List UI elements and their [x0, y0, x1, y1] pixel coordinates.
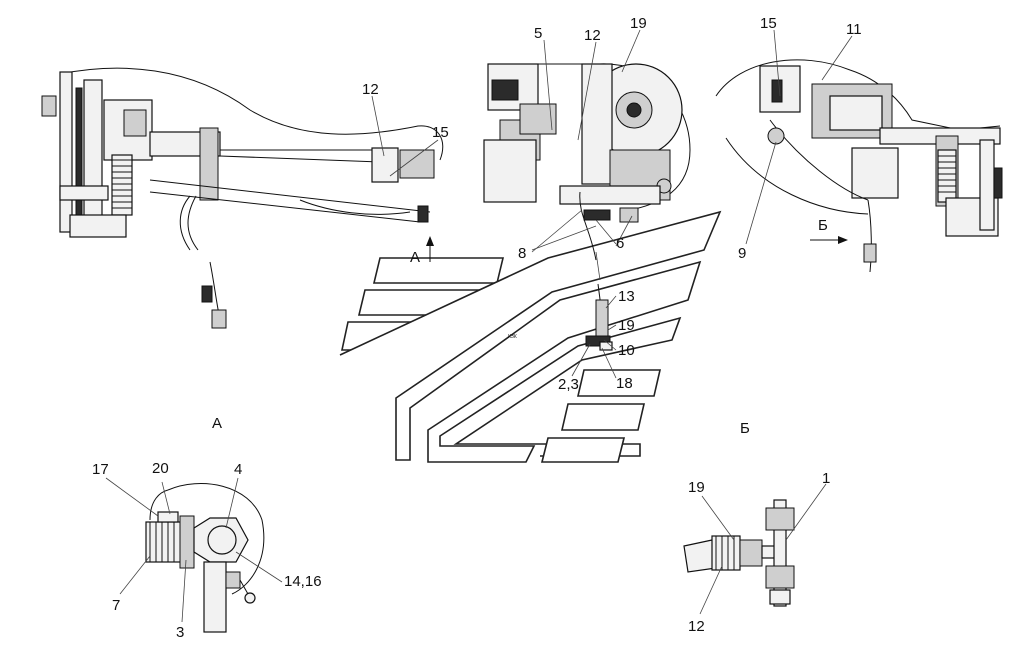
logo-inscription: КЗК: [508, 334, 517, 340]
center-view: 5 12 19 8 6 13 19 10 2,3 18: [483, 15, 691, 393]
spring: [111, 154, 133, 216]
callout-center-2-3: 2,3: [558, 376, 579, 393]
callout-left-15: 15: [432, 124, 449, 141]
arrow-a-label: А: [410, 249, 420, 266]
manufacturer-logo: КЗК: [339, 210, 722, 463]
callout-b-12: 12: [688, 618, 705, 635]
callout-b-19: 19: [688, 479, 705, 496]
view-a-title: А: [212, 415, 222, 432]
callout-right-9: 9: [738, 245, 746, 262]
callout-center-5: 5: [534, 25, 542, 42]
callout-center-10: 10: [618, 342, 635, 359]
callout-a-7: 7: [112, 597, 120, 614]
callout-a-3: 3: [176, 624, 184, 641]
right-side-view: 15 11 9 Б: [715, 15, 1003, 273]
arrow-b-label: Б: [818, 217, 828, 234]
callout-center-13: 13: [618, 288, 635, 305]
callout-right-15: 15: [760, 15, 777, 32]
callout-center-19b: 19: [618, 317, 635, 334]
callout-center-18: 18: [616, 375, 633, 392]
callout-center-8: 8: [518, 245, 526, 262]
detail-a: 17 20 4 14,16 7 3: [92, 460, 322, 641]
detail-b: 19 1 12: [683, 470, 830, 635]
callout-center-12: 12: [584, 27, 601, 44]
view-arrow-a: А: [410, 236, 434, 266]
callout-a-4: 4: [234, 461, 242, 478]
callout-center-6: 6: [616, 235, 624, 252]
spring-right: [937, 149, 957, 203]
callout-center-19: 19: [630, 15, 647, 32]
left-side-view: 12 15: [41, 67, 449, 329]
view-b-title: Б: [740, 420, 750, 437]
threaded-fitting: [145, 511, 195, 569]
hose-crimp: [711, 535, 741, 571]
callout-b-1: 1: [822, 470, 830, 487]
callout-right-11: 11: [846, 21, 862, 38]
callout-a-20: 20: [152, 460, 169, 477]
callout-a-14-16: 14,16: [284, 573, 322, 590]
callout-left-12: 12: [362, 81, 379, 98]
callout-a-17: 17: [92, 461, 109, 478]
